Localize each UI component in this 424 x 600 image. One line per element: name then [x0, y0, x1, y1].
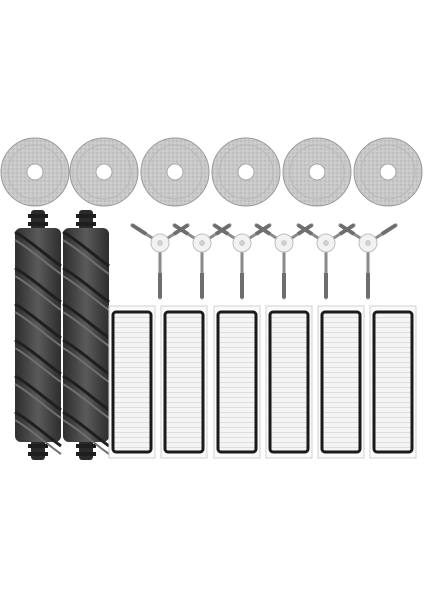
mop-pad — [282, 137, 352, 207]
mop-pad — [0, 137, 70, 207]
hepa-filter — [265, 305, 313, 459]
side-brush — [254, 223, 314, 300]
side-brush — [172, 223, 232, 300]
hepa-filter — [108, 305, 156, 459]
side-brush — [130, 223, 190, 300]
hepa-filter — [317, 305, 365, 459]
side-brush — [296, 223, 356, 300]
mop-pad — [69, 137, 139, 207]
hepa-filters-row — [108, 305, 417, 459]
hepa-filter — [369, 305, 417, 459]
mop-pad — [140, 137, 210, 207]
mop-pad — [211, 137, 281, 207]
hepa-filter — [213, 305, 261, 459]
hepa-filter — [160, 305, 208, 459]
side-brush — [338, 223, 398, 300]
main-brush — [14, 210, 62, 460]
side-brushes-row — [130, 223, 398, 300]
mop-pad — [353, 137, 423, 207]
main-brush — [62, 210, 110, 460]
main-brushes-group — [14, 210, 110, 460]
mop-pads-row — [0, 137, 423, 207]
side-brush — [212, 223, 272, 300]
